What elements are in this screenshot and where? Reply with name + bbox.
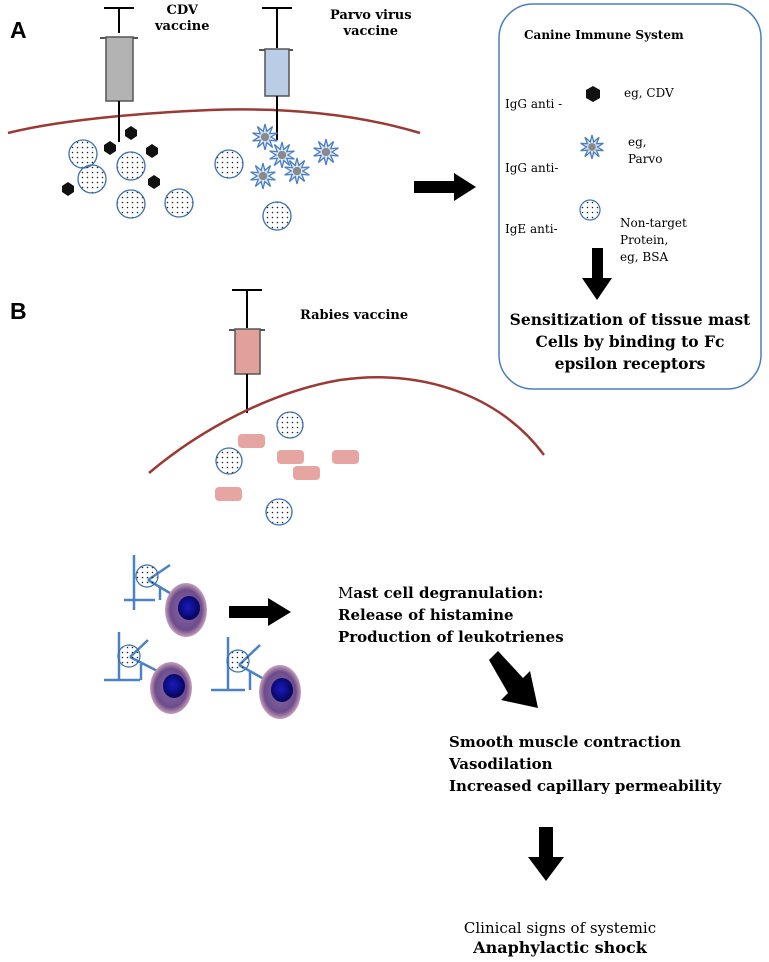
arrow-icon	[414, 173, 476, 201]
star-virus-icon	[580, 134, 604, 160]
panel-label-b: B	[10, 298, 27, 324]
anaphylactic-shock-text: Anaphylactic shock	[473, 938, 647, 957]
rabies-vaccine-label: Rabies vaccine	[300, 308, 409, 323]
rabies-antigens	[215, 434, 359, 501]
skin-surface-b	[148, 376, 546, 474]
dotted-protein-icon	[164, 188, 194, 218]
arrow-icon	[489, 651, 538, 708]
hexagon-antigen-icon	[125, 126, 137, 140]
star-virus-icon	[250, 162, 276, 190]
hexagon-antigen-icon	[146, 144, 158, 158]
arrow-icon	[582, 248, 612, 300]
leukotrienes-text: Production of leukotrienes	[338, 628, 564, 646]
dotted-protein-icon	[276, 411, 304, 439]
example-label-non-target: Non-target Protein, eg, BSA	[620, 216, 687, 264]
sensitization-text: Sensitization of tissue mast Cells by bi…	[509, 310, 751, 373]
skin-surface-a	[7, 108, 421, 135]
immune-box-title: Canine Immune System	[524, 28, 684, 42]
panel-label-a: A	[10, 17, 27, 43]
mast-cell-title-rest: ast cell degranulation:	[353, 584, 544, 602]
mast-cell-icon	[124, 555, 207, 637]
mast-cell-icon	[211, 637, 301, 719]
effect-item: Vasodilation	[449, 755, 553, 773]
dotted-protein-icon	[116, 151, 146, 181]
star-virus-icon	[269, 141, 295, 169]
cdv-antigens	[62, 126, 160, 196]
protein-particles-a	[68, 139, 292, 231]
mast-cell-degranulation-title: Mast cell degranulation:	[338, 582, 543, 604]
arrow-icon	[528, 827, 564, 881]
parvo-vaccine-label: Parvo virus vaccine	[330, 8, 412, 39]
protein-particles-b	[215, 411, 304, 526]
star-virus-icon	[313, 138, 339, 166]
dotted-protein-icon	[262, 201, 292, 231]
hexagon-antigen-icon	[586, 86, 600, 102]
antibody-label-igg-cdv: IgG anti -	[505, 97, 563, 111]
effect-item: Smooth muscle contraction	[449, 733, 681, 751]
star-virus-icon	[252, 123, 278, 151]
clinical-signs-line1: Clinical signs of systemic	[463, 919, 657, 937]
dotted-protein-icon	[579, 199, 601, 221]
dotted-protein-icon	[116, 189, 146, 219]
release-histamine-text: Release of histamine	[338, 606, 514, 624]
dotted-protein-icon	[214, 149, 244, 179]
arrow-icon	[229, 598, 291, 626]
dotted-protein-icon	[77, 164, 107, 194]
rabies-syringe-icon	[229, 289, 265, 413]
parvo-antigens	[250, 123, 339, 190]
star-virus-icon	[580, 134, 604, 160]
hexagon-antigen-icon	[104, 141, 116, 155]
cdv-vaccine-label: CDV vaccine	[155, 3, 210, 34]
star-virus-icon	[284, 157, 310, 185]
mast-cell-title-prefix: M	[338, 584, 354, 602]
dotted-protein-icon	[215, 447, 243, 475]
antibody-label-igg-parvo: IgG anti-	[505, 161, 559, 175]
cdv-syringe-icon	[100, 7, 138, 142]
example-label-cdv: eg, CDV	[624, 86, 674, 100]
hexagon-antigen-icon	[148, 175, 160, 189]
antibody-label-ige: IgE anti-	[505, 222, 558, 236]
example-label-parvo: eg, Parvo	[628, 135, 663, 166]
parvo-syringe-icon	[259, 7, 293, 140]
clinical-signs-line2: Anaphylactic shock	[440, 938, 680, 958]
dotted-protein-icon	[68, 139, 98, 169]
mast-cell-icon	[104, 632, 192, 714]
dotted-protein-icon	[265, 498, 293, 526]
hexagon-antigen-icon	[62, 182, 74, 196]
effect-item: Increased capillary permeability	[449, 777, 722, 795]
immune-system-box	[498, 3, 762, 390]
